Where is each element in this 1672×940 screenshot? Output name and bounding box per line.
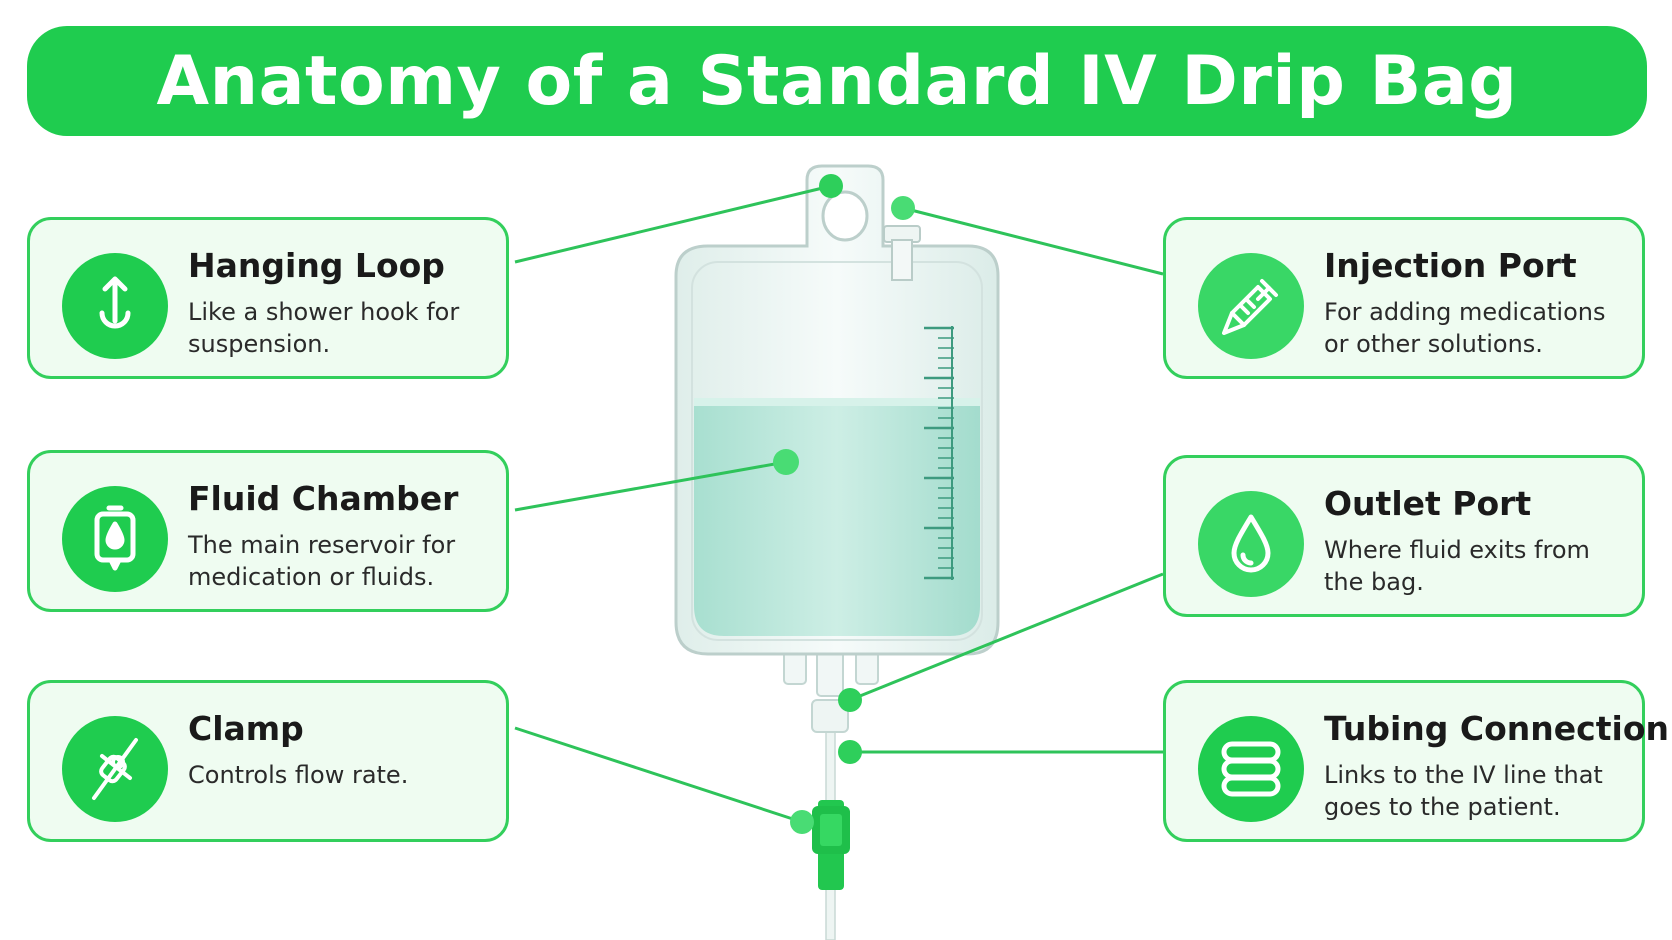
card-title: Tubing Connection <box>1324 709 1669 748</box>
card-description: For adding medications or other solution… <box>1324 298 1606 358</box>
leader-lines <box>514 184 1164 824</box>
leader-line-outlet-port <box>849 572 1164 702</box>
card-title: Fluid Chamber <box>188 479 459 518</box>
card-title: Injection Port <box>1324 246 1577 285</box>
measurement-scale <box>924 326 954 580</box>
marker-outlet-port <box>838 688 862 712</box>
card-title: Clamp <box>188 709 304 748</box>
callout-markers <box>773 174 915 834</box>
leader-line-injection-port <box>902 206 1164 276</box>
card-description: The main reservoir for medication or flu… <box>188 531 456 591</box>
leader-line-clamp <box>514 726 803 824</box>
marker-injection-port <box>891 196 915 220</box>
fluid-level <box>694 402 980 636</box>
syringe-icon <box>1198 253 1304 359</box>
card-description: Links to the IV line that goes to the pa… <box>1324 761 1603 821</box>
card-description: Like a shower hook for suspension. <box>188 298 460 358</box>
marker-fluid-chamber <box>773 449 799 475</box>
card-clamp: Clamp Controls flow rate. <box>27 680 509 842</box>
injection-port-nozzle <box>883 225 921 281</box>
card-fluid-chamber: Fluid Chamber The main reservoir for med… <box>27 450 509 612</box>
marker-clamp <box>790 810 814 834</box>
card-outlet-port: Outlet Port Where fluid exits from the b… <box>1163 455 1645 617</box>
card-title: Hanging Loop <box>188 246 445 285</box>
card-description: Controls flow rate. <box>188 761 409 789</box>
leader-line-hanging-loop <box>514 184 832 264</box>
marker-tubing <box>838 740 862 764</box>
leader-line-fluid-chamber <box>514 460 787 512</box>
iv-bag <box>674 164 1000 656</box>
title-banner: Anatomy of a Standard IV Drip Bag <box>27 26 1647 136</box>
card-hanging-loop: Hanging Loop Like a shower hook for susp… <box>27 217 509 379</box>
marker-hanging-loop <box>819 174 843 198</box>
hook-icon <box>62 253 168 359</box>
card-title: Outlet Port <box>1324 484 1532 523</box>
tubing-icon <box>1198 716 1304 822</box>
iv-bag-icon <box>62 486 168 592</box>
droplet-icon <box>1198 491 1304 597</box>
page-title: Anatomy of a Standard IV Drip Bag <box>156 41 1518 121</box>
clamp-icon <box>62 716 168 822</box>
card-description: Where fluid exits from the bag. <box>1324 536 1590 596</box>
card-injection-port: Injection Port For adding medications or… <box>1163 217 1645 379</box>
roller-clamp <box>812 800 850 890</box>
card-tubing-connection: Tubing Connection Links to the IV line t… <box>1163 680 1669 842</box>
